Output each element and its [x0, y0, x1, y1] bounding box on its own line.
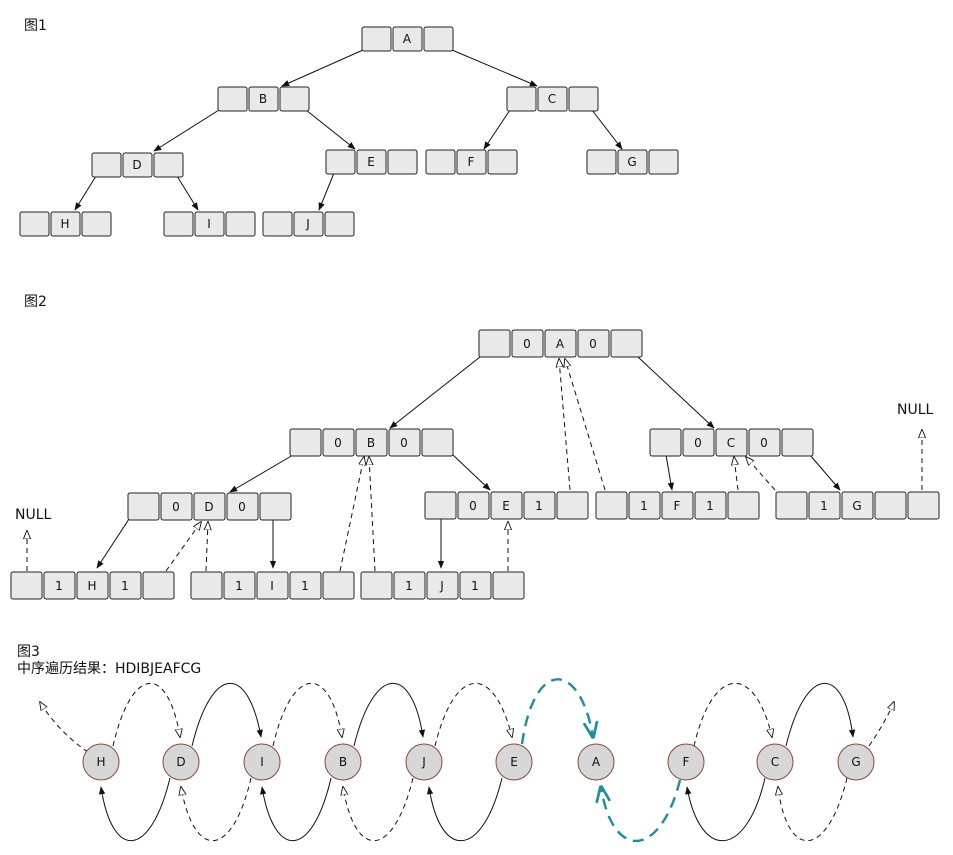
fig3-label-a: A — [592, 755, 601, 769]
fig1-label-g: G — [627, 155, 636, 169]
null-label-right: NULL — [897, 402, 934, 418]
fig2-rtag-h: 1 — [121, 579, 129, 593]
fig1-node-g: G — [586, 149, 679, 175]
fig2-node-c: 0 C 0 — [649, 428, 814, 457]
fig2-rtag-d: 0 — [238, 500, 246, 514]
fig3-label-h: H — [96, 755, 105, 769]
fig3-label-i: I — [260, 755, 264, 769]
fig1-node-f: F — [425, 149, 518, 175]
fig3-label-f: F — [683, 755, 690, 769]
fig1-node-d: D — [91, 152, 184, 178]
fig3-node-i: I — [243, 743, 281, 781]
fig3-node-f: F — [667, 743, 705, 781]
fig2-child-edges — [96, 356, 841, 569]
fig1-label-h: H — [60, 217, 69, 231]
fig2-node-i: 1 I 1 — [190, 571, 355, 600]
fig2-ltag-d: 0 — [172, 500, 180, 514]
fig2-node-h: 1 H 1 — [10, 571, 175, 600]
fig2-node-f: 1 F 1 — [595, 491, 760, 520]
fig3-node-d: D — [162, 743, 200, 781]
fig1-node-i: I — [163, 211, 256, 237]
fig3-label-b: B — [339, 755, 347, 769]
fig3-title: 图3 — [17, 644, 40, 660]
fig2-node-j: 1 J 1 — [360, 571, 525, 600]
fig1-node-h: H — [19, 211, 112, 237]
fig2-node-d: 0 D 0 — [127, 492, 292, 521]
fig3-node-j: J — [405, 743, 443, 781]
fig1-label-d: D — [132, 158, 141, 172]
fig3-node-h: H — [82, 743, 120, 781]
fig1-node-c: C — [506, 86, 599, 112]
fig2-rtag-e: 1 — [535, 499, 543, 513]
fig1-label-j: J — [305, 217, 310, 231]
fig2-label-d: D — [204, 500, 213, 514]
fig2-label-h: H — [87, 579, 96, 593]
fig2-rtag-j: 1 — [471, 579, 479, 593]
fig3-node-b: B — [324, 743, 362, 781]
fig2-label-g: G — [852, 499, 861, 513]
fig3-node-c: C — [756, 743, 794, 781]
fig2-node-g: 1 G — [775, 491, 940, 520]
fig2-rtag-f: 1 — [706, 499, 714, 513]
fig1-node-j: J — [262, 211, 355, 237]
fig2-rtag-a: 0 — [589, 337, 597, 351]
fig2-title: 图2 — [24, 294, 47, 310]
fig3-label-d: D — [176, 755, 185, 769]
fig1-node-e: E — [325, 149, 418, 175]
fig2-ltag-c: 0 — [694, 436, 702, 450]
fig3-result: 中序遍历结果：HDIBJEAFCG — [17, 661, 201, 677]
fig1-label-c: C — [548, 92, 556, 106]
fig2-node-e: 0 E 1 — [424, 491, 589, 520]
fig2-ltag-j: 1 — [405, 579, 413, 593]
fig2-rtag-i: 1 — [301, 579, 309, 593]
fig2-ltag-f: 1 — [640, 499, 648, 513]
null-label-left: NULL — [15, 507, 52, 523]
fig2-label-e: E — [502, 499, 510, 513]
fig2-ltag-i: 1 — [235, 579, 243, 593]
fig3-label-e: E — [510, 755, 518, 769]
fig2-ltag-b: 0 — [334, 436, 342, 450]
fig2-ltag-g: 1 — [820, 499, 828, 513]
fig2-label-c: C — [727, 436, 735, 450]
fig2-node-b: 0 B 0 — [289, 428, 454, 457]
fig3-node-a: A — [577, 743, 615, 781]
fig1-label-e: E — [367, 155, 375, 169]
fig2-ltag-h: 1 — [55, 579, 63, 593]
fig2-label-i: I — [270, 579, 274, 593]
fig1-label-a: A — [403, 32, 412, 46]
fig2-label-j: J — [439, 579, 444, 593]
fig3-node-g: G — [837, 743, 875, 781]
fig2-label-b: B — [367, 436, 375, 450]
fig1-title: 图1 — [24, 18, 47, 34]
fig2-rtag-b: 0 — [400, 436, 408, 450]
fig3-label-c: C — [771, 755, 779, 769]
fig1-label-b: B — [259, 92, 267, 106]
fig1-node-a: A — [361, 26, 454, 52]
fig2-thread-edges — [27, 359, 922, 572]
fig1-label-f: F — [468, 155, 475, 169]
fig2-label-f: F — [674, 499, 681, 513]
fig3-node-e: E — [495, 743, 533, 781]
fig1-node-b: B — [217, 86, 310, 112]
fig1-label-i: I — [207, 217, 211, 231]
fig2-rtag-c: 0 — [760, 436, 768, 450]
fig2-node-a: 0 A 0 — [478, 329, 643, 358]
fig3-label-g: G — [851, 755, 860, 769]
fig1-edges — [74, 49, 623, 211]
fig2-ltag-e: 0 — [469, 499, 477, 513]
fig2-label-a: A — [556, 337, 565, 351]
fig2-ltag-a: 0 — [523, 337, 531, 351]
fig3-links — [40, 678, 894, 842]
fig3-label-j: J — [421, 755, 426, 769]
